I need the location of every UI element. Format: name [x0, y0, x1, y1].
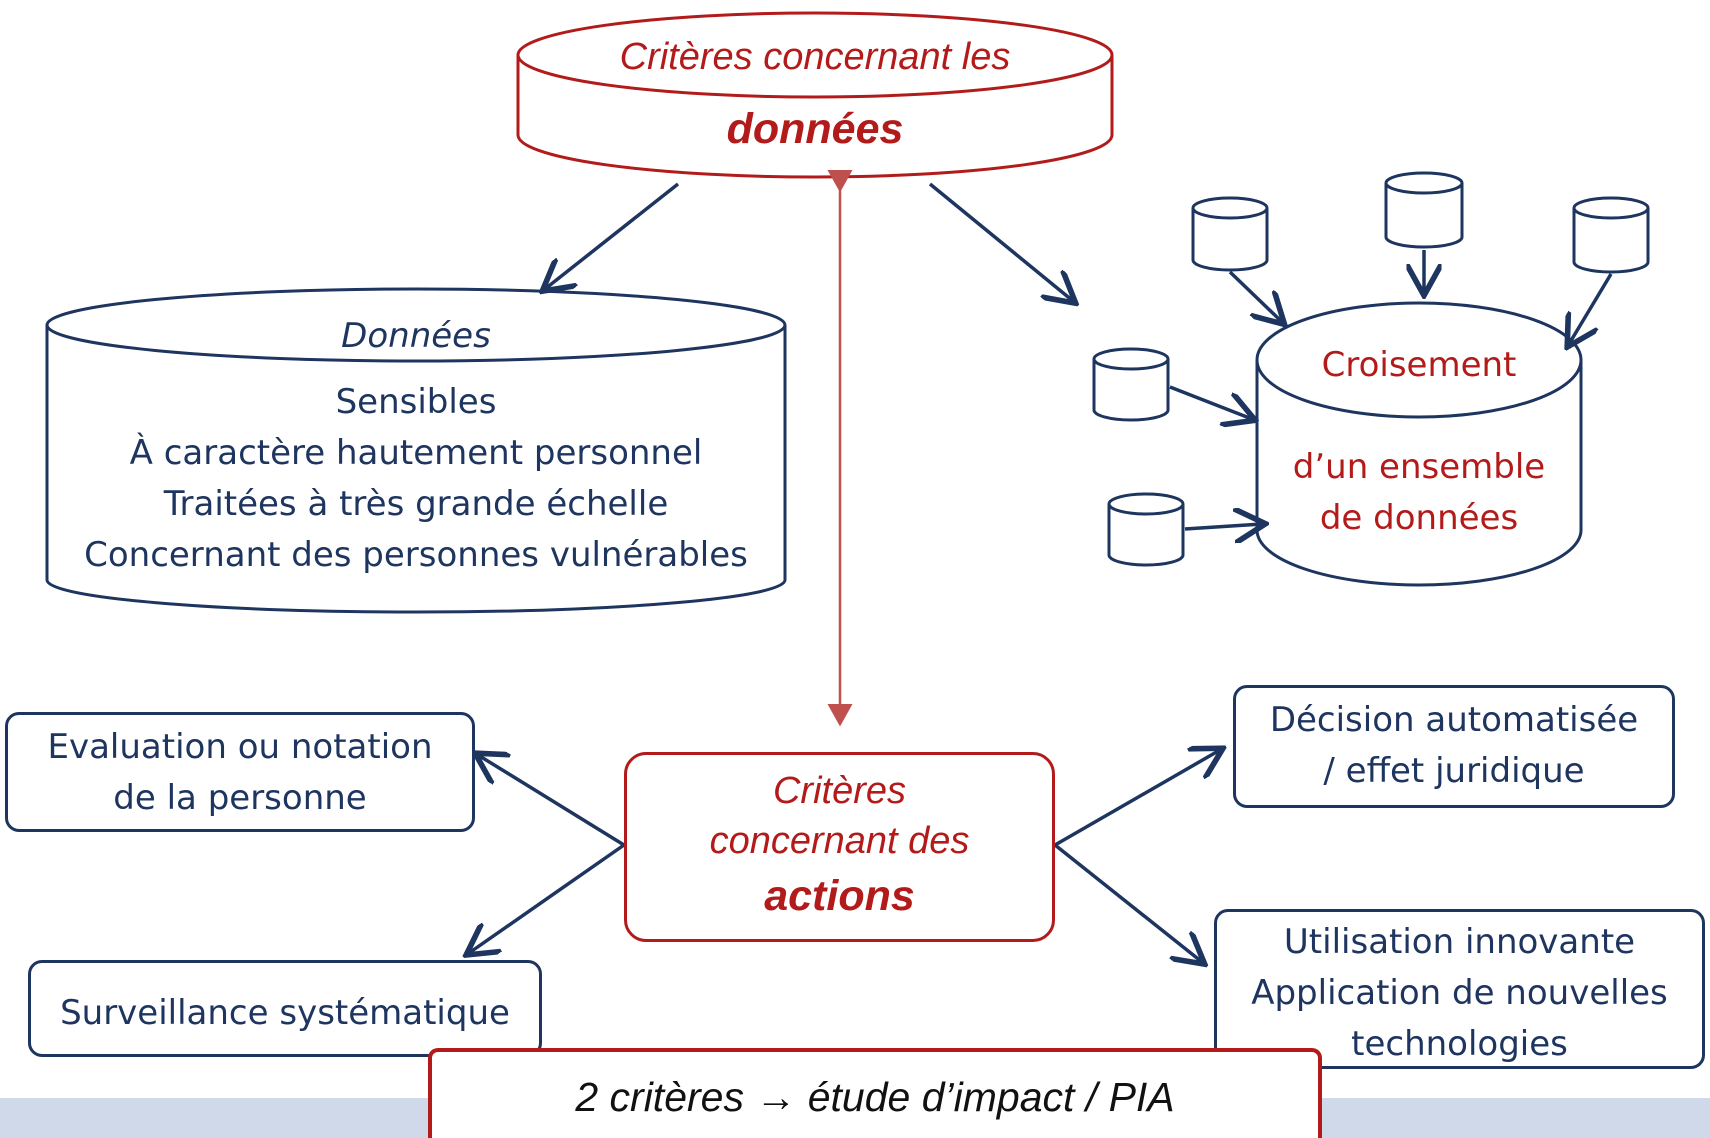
- innovation-line3: technologies: [1351, 1024, 1568, 1064]
- actions-box: [624, 752, 1055, 942]
- actions-line1: Critères: [772, 770, 907, 812]
- footer-box: [428, 1048, 1322, 1138]
- arrow-to-decision: [1054, 750, 1220, 847]
- footer-label: 2 critères → étude d’impact / PIA: [575, 1074, 1175, 1120]
- donnees-item-1: Sensibles: [335, 382, 497, 422]
- croisement-line1: Croisement: [1321, 345, 1517, 385]
- small-cylinder-2: [1384, 171, 1464, 249]
- arrow-small-1: [1228, 270, 1282, 322]
- arrow-small-3: [1569, 273, 1613, 344]
- croisement-line2: d’un ensemble: [1292, 447, 1546, 487]
- donnees-item-2: À caractère hautement personnel: [129, 433, 703, 473]
- innovation-box: [1214, 909, 1705, 1069]
- arrow-small-5: [1184, 524, 1262, 529]
- actions-line3: actions: [764, 872, 915, 920]
- top-cylinder-shape: [516, 11, 1114, 179]
- decision-box: [1233, 685, 1675, 808]
- surveillance-label: Surveillance systématique: [60, 993, 510, 1033]
- croisement-cylinder-shape: [1255, 301, 1583, 587]
- small-cylinder-4: [1092, 347, 1170, 422]
- croisement-line3: de données: [1319, 498, 1519, 538]
- donnees-item-3: Traitées à très grande échelle: [163, 484, 669, 524]
- donnees-title: Données: [341, 316, 491, 356]
- small-cylinder-3: [1572, 196, 1650, 274]
- arrow-to-innovation: [1053, 843, 1202, 962]
- donnees-item-4: Concernant des personnes vulnérables: [84, 535, 748, 575]
- top-cylinder-line1: Critères concernant les: [619, 36, 1011, 78]
- actions-line2: concernant des: [709, 820, 970, 862]
- innovation-line1: Utilisation innovante: [1283, 922, 1636, 962]
- small-cylinder-1: [1191, 196, 1269, 272]
- arrow-small-4: [1169, 385, 1252, 419]
- small-cylinder-5: [1107, 492, 1185, 567]
- arrow-to-croisement: [928, 182, 1073, 301]
- evaluation-line1: Evaluation ou notation: [47, 727, 433, 767]
- top-cylinder-line2: données: [726, 105, 904, 153]
- evaluation-line2: de la personne: [113, 778, 367, 818]
- arrow-to-surveillance: [469, 843, 626, 953]
- surveillance-box: [28, 960, 542, 1057]
- decision-line2: / effet juridique: [1323, 751, 1585, 791]
- arrow-to-donnees: [545, 182, 680, 289]
- evaluation-box: [5, 712, 475, 832]
- innovation-line2: Application de nouvelles: [1251, 973, 1668, 1013]
- donnees-cylinder-shape: [45, 287, 787, 614]
- decision-line1: Décision automatisée: [1269, 700, 1639, 740]
- arrow-to-evaluation: [478, 755, 625, 847]
